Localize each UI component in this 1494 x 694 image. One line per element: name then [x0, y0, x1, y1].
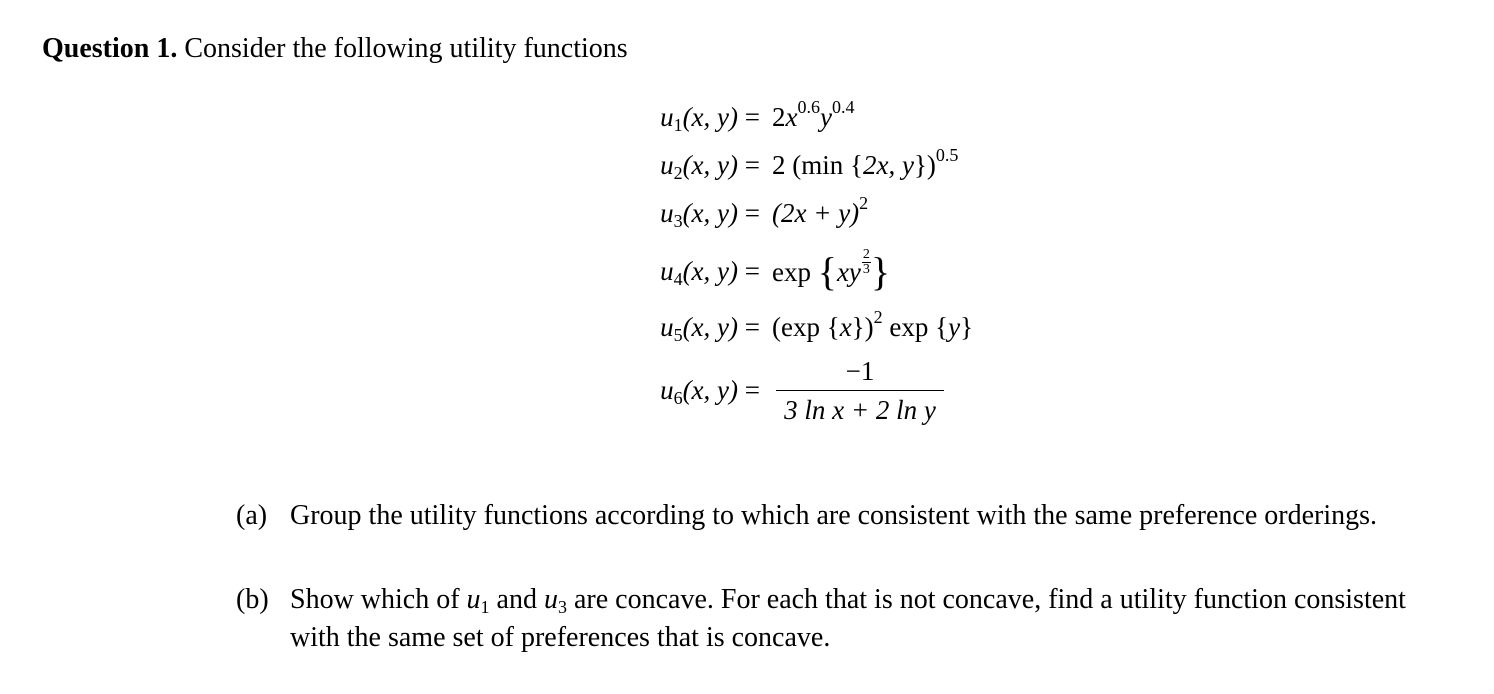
equation-rhs: (2x + y)2 [772, 193, 869, 228]
part-text: Show which of u1 and u3 are concave. For… [290, 584, 1406, 653]
part-a: (a) Group the utility functions accordin… [236, 498, 1436, 570]
equation-u1: u1(x, y) = 2x0.6y0.4 [0, 94, 1494, 140]
equation-rhs: (exp {x})2 exp {y} [772, 307, 974, 342]
equation-lhs: u2(x, y) = [660, 150, 760, 183]
equation-rhs: 2 (min {2x, y})0.5 [772, 145, 959, 180]
equation-rhs: 2x0.6y0.4 [772, 97, 855, 132]
equation-u3: u3(x, y) = (2x + y)2 [0, 190, 1494, 236]
fraction-bar [776, 390, 944, 391]
fraction: −1 3 ln x + 2 ln y [776, 355, 944, 426]
equation-lhs: u3(x, y) = [660, 198, 760, 231]
fraction-denominator: 3 ln x + 2 ln y [784, 395, 936, 425]
equation-u2: u2(x, y) = 2 (min {2x, y})0.5 [0, 142, 1494, 188]
equation-lhs: u1(x, y) = [660, 102, 760, 135]
fraction-numerator: −1 [845, 356, 875, 386]
part-label: (a) [236, 500, 268, 531]
equation-lhs: u6(x, y) = [660, 375, 760, 408]
equation-lhs: u5(x, y) = [660, 312, 760, 345]
equation-u6: u6(x, y) = −1 3 ln x + 2 ln y [0, 355, 1494, 425]
equation-u5: u5(x, y) = (exp {x})2 exp {y} [0, 304, 1494, 350]
equation-lhs: u4(x, y) = [660, 256, 760, 289]
part-text: Group the utility functions according to… [290, 500, 1377, 531]
question-intro: Consider the following utility functions [184, 33, 628, 64]
question-heading: Question 1. Consider the following utili… [42, 30, 628, 68]
part-label: (b) [236, 584, 269, 615]
part-b: (b) Show which of u1 and u3 are concave.… [236, 582, 1436, 654]
question-number: Question 1. [42, 33, 178, 64]
